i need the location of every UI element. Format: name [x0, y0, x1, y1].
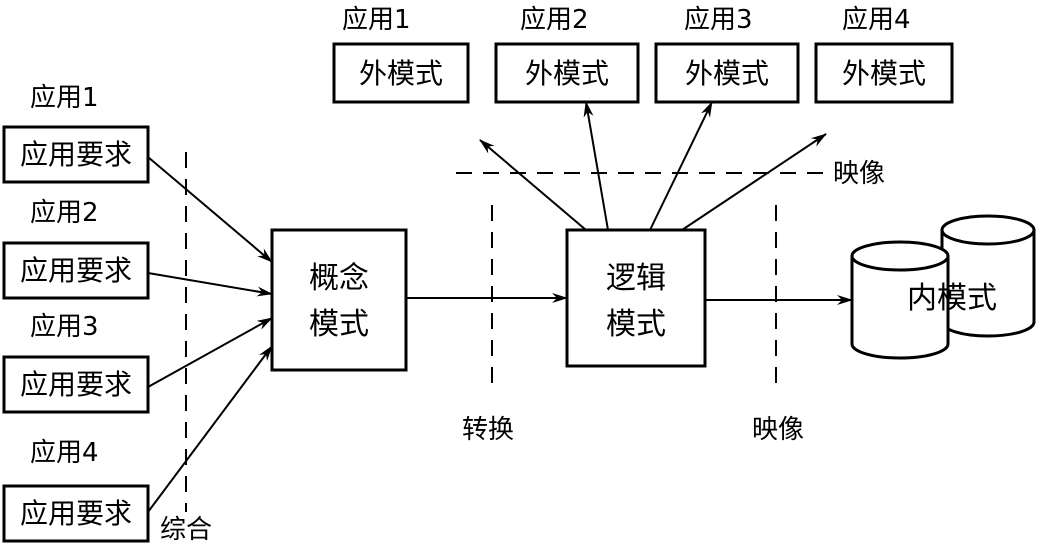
storage-cylinder-back	[940, 214, 1036, 338]
external-app-label-1: 应用1	[342, 5, 411, 35]
mapping-label-bottom: 映像	[752, 415, 804, 445]
conceptual-model-box	[270, 228, 408, 372]
requirement-app-label-3: 应用3	[30, 312, 99, 342]
logical-model-line1: 逻辑	[606, 261, 666, 296]
external-schema-label-3: 外模式	[685, 57, 769, 90]
requirement-app-label-4: 应用4	[30, 438, 99, 468]
internal-schema-label: 内模式	[907, 281, 997, 316]
logical-to-external-arrow-3	[649, 101, 713, 231]
integration-label: 综合	[160, 515, 212, 545]
logical-to-external-arrow-2	[583, 101, 609, 231]
transform-label: 转换	[462, 415, 514, 445]
external-schema-box-3	[654, 42, 800, 104]
external-schema-label-2: 外模式	[525, 57, 609, 90]
storage-cylinder-front	[850, 240, 950, 360]
requirement-box-1	[2, 125, 150, 184]
requirement-box-label-3: 应用要求	[20, 368, 132, 401]
external-app-label-3: 应用3	[684, 5, 753, 35]
logical-model-box	[565, 228, 707, 368]
logical-to-external-arrow-4	[681, 133, 827, 231]
logical-to-external-arrow-1	[479, 139, 587, 231]
requirement-arrow-4	[147, 345, 273, 513]
requirement-arrow-1	[147, 156, 273, 263]
external-schema-label-4: 外模式	[842, 57, 926, 90]
mapping-label-top: 映像	[833, 159, 885, 189]
requirement-box-2	[2, 241, 150, 300]
external-schema-label-1: 外模式	[359, 57, 443, 90]
external-schema-box-2	[494, 42, 640, 104]
requirement-arrow-2	[147, 272, 273, 297]
requirement-box-3	[2, 355, 150, 414]
requirement-box-label-4: 应用要求	[20, 497, 132, 530]
requirement-box-4	[2, 484, 150, 543]
external-schema-box-4	[814, 42, 954, 104]
requirement-app-label-1: 应用1	[30, 83, 99, 113]
conceptual-model-line2: 模式	[309, 307, 369, 342]
requirement-box-label-2: 应用要求	[20, 254, 132, 287]
requirement-arrow-3	[147, 317, 273, 388]
requirement-box-label-1: 应用要求	[20, 138, 132, 171]
external-app-label-2: 应用2	[520, 5, 589, 35]
conceptual-model-line1: 概念	[309, 261, 369, 296]
logical-model-line2: 模式	[606, 307, 666, 342]
external-schema-box-1	[332, 42, 470, 104]
external-app-label-4: 应用4	[842, 5, 911, 35]
requirement-app-label-2: 应用2	[30, 198, 99, 228]
